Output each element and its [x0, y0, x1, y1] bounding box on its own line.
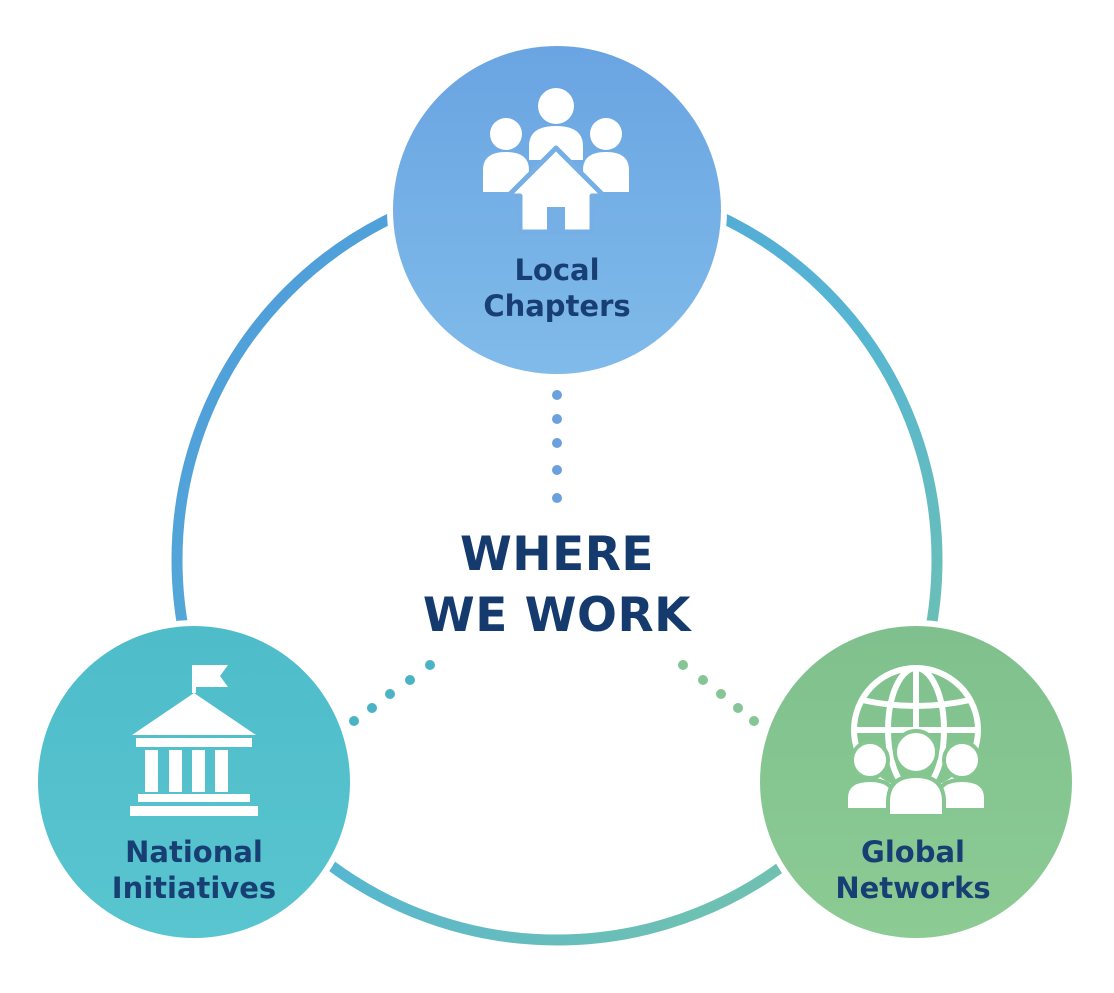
globe-people-icon — [844, 665, 988, 818]
label-local-line-1: Local — [514, 253, 600, 287]
node-national-initiatives — [32, 620, 356, 944]
label-national-line-1: National — [125, 835, 263, 869]
center-title: WHERE WE WORK — [357, 524, 757, 646]
connector-national — [349, 660, 435, 726]
connector-global — [678, 660, 759, 726]
label-national-line-2: Initiatives — [111, 871, 277, 906]
label-global-networks: Global Networks — [763, 834, 1063, 907]
node-local-chapters — [387, 40, 727, 380]
community-house-icon — [483, 88, 629, 235]
center-title-line-1: WHERE — [459, 527, 655, 582]
connector-local — [552, 390, 562, 503]
government-building-icon — [130, 665, 258, 816]
label-local-line-2: Chapters — [483, 289, 631, 324]
node-global-networks — [754, 620, 1078, 944]
label-global-line-1: Global — [861, 835, 965, 869]
label-national-initiatives: National Initiatives — [44, 834, 344, 907]
label-local-chapters: Local Chapters — [407, 252, 707, 325]
center-title-line-2: WE WORK — [422, 588, 692, 644]
label-global-line-2: Networks — [835, 871, 991, 906]
